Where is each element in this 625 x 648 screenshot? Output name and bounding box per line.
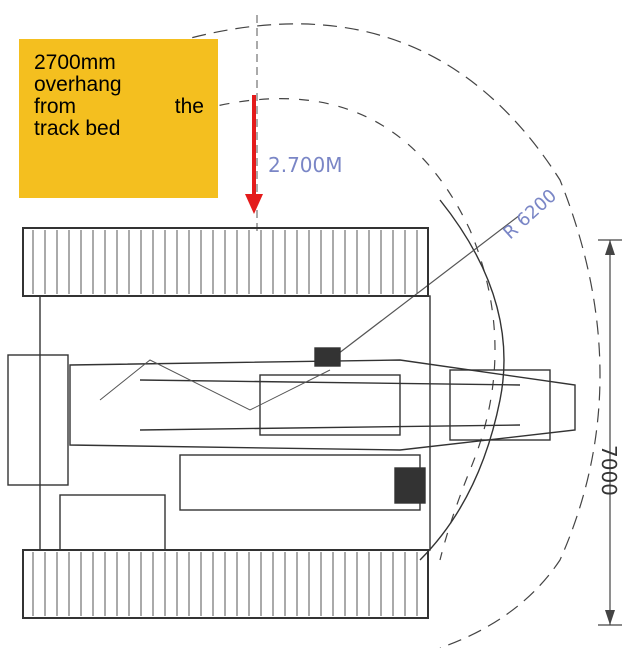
operator-cab — [59, 494, 166, 551]
boom-chord-top — [139, 379, 521, 386]
car-body-frame — [39, 295, 431, 551]
overhang-measurement-label: 2.700M — [268, 153, 343, 177]
carbody-left-counterweight — [7, 354, 69, 486]
top-track — [22, 227, 429, 297]
winch-housing — [259, 374, 401, 436]
callout-word-the: the — [174, 95, 204, 118]
width-arrow-bottom — [605, 610, 615, 625]
callout-line-2: overhang — [34, 73, 122, 96]
callout-line-1: 2700mm — [34, 51, 116, 74]
slewing-circle — [419, 199, 505, 561]
swing-radius-arcs — [149, 23, 601, 648]
boom-outline — [69, 359, 576, 451]
width-arrow-top — [605, 240, 615, 255]
overhang-callout: 2700mm overhang from the track bed — [19, 39, 218, 198]
radius-label: R 6200 — [499, 185, 561, 243]
radius-leader — [329, 214, 521, 361]
boom-head — [449, 369, 551, 441]
width-dimension — [598, 239, 622, 626]
callout-line-3: from the — [34, 96, 204, 118]
outer-swing-arc — [149, 23, 601, 648]
width-label: 7000 — [597, 445, 621, 496]
overhang-arrow-head — [245, 194, 263, 214]
engine-block — [394, 467, 426, 504]
upper-structure — [7, 295, 576, 551]
callout-box — [19, 39, 218, 198]
slew-gear — [314, 347, 341, 367]
overhang-arrow — [245, 95, 263, 214]
inner-swing-arc — [199, 98, 496, 561]
callout-word-from: from — [34, 95, 76, 118]
boom-chord-bottom — [139, 424, 521, 431]
machinery-deck — [179, 454, 421, 511]
boom-hoist-line — [99, 359, 331, 411]
callout-line-4: track bed — [34, 117, 121, 140]
bottom-track — [22, 549, 429, 619]
